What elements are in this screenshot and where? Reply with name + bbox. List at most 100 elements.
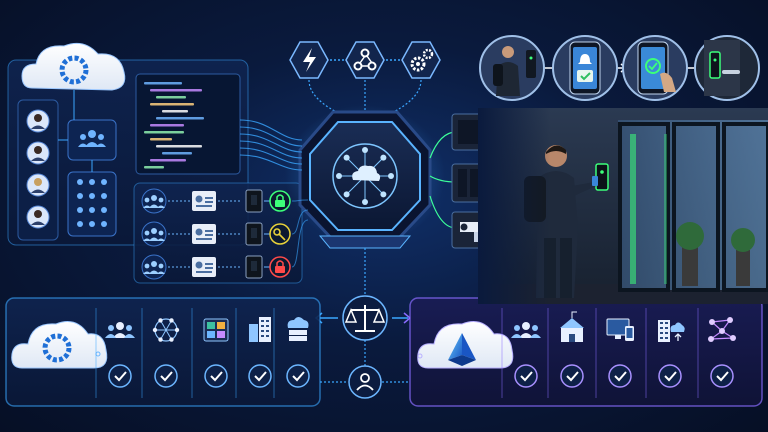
school-icon	[560, 311, 584, 342]
code-line	[150, 124, 184, 127]
org-chart-node	[89, 179, 95, 185]
badge-icon	[192, 224, 216, 244]
org-chart-node	[89, 193, 95, 199]
org-chart-node	[77, 179, 83, 185]
org-chart-icon	[77, 179, 107, 227]
door-unlocked-step	[694, 35, 760, 101]
org-chart-box	[67, 171, 117, 237]
org-chart-node	[89, 221, 95, 227]
users-icon	[141, 188, 167, 214]
office-entrance-illustration	[478, 108, 768, 304]
org-chart-node	[101, 179, 107, 185]
code-line	[150, 103, 194, 106]
phone-bell-check-step	[552, 35, 618, 101]
users-icon	[141, 221, 167, 247]
access-row	[141, 188, 291, 214]
cloud-platform-logo-bottom	[11, 321, 108, 369]
users-icon	[105, 322, 135, 338]
org-chart-node	[101, 193, 107, 199]
avatar	[26, 141, 50, 165]
hub-node	[343, 154, 350, 161]
users-icon	[511, 322, 541, 338]
cloud-platform-panel	[5, 297, 321, 407]
users-icon	[78, 130, 106, 147]
network-icon	[152, 318, 180, 342]
badge-icon	[192, 191, 216, 211]
cloud-server-icon	[287, 317, 309, 341]
onboarding-steps	[479, 35, 760, 101]
door-reader-icon	[245, 189, 263, 213]
person-icon	[348, 365, 382, 399]
central-hub	[285, 105, 445, 249]
org-chart-node	[77, 193, 83, 199]
code-line	[144, 131, 184, 134]
lock-red-icon	[269, 256, 291, 278]
check-circle-icon	[710, 364, 734, 388]
group-box	[67, 119, 117, 161]
code-line	[150, 138, 172, 141]
person-at-door-step	[479, 35, 545, 101]
org-chart-node	[101, 221, 107, 227]
office-entrance-scene	[478, 108, 768, 304]
scales-icon	[342, 295, 388, 341]
link-line	[291, 199, 309, 202]
identity-provider-panel	[409, 297, 763, 407]
link-line	[291, 219, 309, 268]
code-line	[144, 166, 164, 169]
code-line	[150, 159, 186, 162]
access-row	[141, 221, 291, 247]
hub-node	[388, 173, 394, 179]
hub-node	[343, 191, 350, 198]
hub-node	[380, 154, 387, 161]
graph-icon	[708, 317, 736, 342]
door-reader-icon	[245, 255, 263, 279]
devices-icon	[606, 318, 634, 341]
badge-icon	[192, 257, 216, 277]
code-line	[162, 152, 192, 155]
code-line	[156, 117, 204, 120]
bolt-icon	[289, 41, 329, 79]
code-line	[156, 96, 186, 99]
hub-node	[380, 191, 387, 198]
dashboard-icon	[203, 318, 229, 342]
identity-provider-logo	[417, 321, 514, 369]
hub-node	[336, 173, 342, 179]
webhook-icon	[345, 41, 385, 79]
org-chart-node	[77, 207, 83, 213]
org-chart-node	[101, 207, 107, 213]
code-line	[162, 110, 188, 113]
link-line	[239, 154, 303, 171]
link-line	[291, 209, 309, 235]
code-to-hub-links	[239, 119, 309, 268]
code-editor	[135, 73, 241, 175]
hub-node	[362, 199, 368, 205]
check-circle-icon	[154, 364, 178, 388]
check-circle-icon	[658, 364, 682, 388]
user-avatars	[17, 99, 59, 241]
gears-icon	[401, 41, 441, 79]
code-line	[156, 145, 202, 148]
hub-node	[362, 147, 368, 153]
trigger-flow	[289, 41, 441, 117]
link-line	[239, 133, 303, 153]
check-circle-icon	[608, 364, 632, 388]
phone-tap-check-step	[622, 35, 688, 101]
check-circle-icon	[560, 364, 584, 388]
link-line	[239, 119, 303, 141]
code-line	[144, 82, 182, 85]
access-rules-panel	[133, 182, 303, 284]
users-icon	[141, 254, 167, 280]
check-circle-icon	[248, 364, 272, 388]
door-reader-icon	[245, 222, 263, 246]
key-yellow-icon	[269, 223, 291, 245]
check-circle-icon	[204, 364, 228, 388]
center-connectors	[314, 248, 412, 399]
check-circle-icon	[514, 364, 538, 388]
code-line	[150, 89, 202, 92]
link-line	[239, 140, 303, 159]
cloud-platform-logo	[21, 42, 126, 91]
avatar	[26, 173, 50, 197]
access-row	[141, 254, 291, 280]
lock-green-icon	[269, 190, 291, 212]
